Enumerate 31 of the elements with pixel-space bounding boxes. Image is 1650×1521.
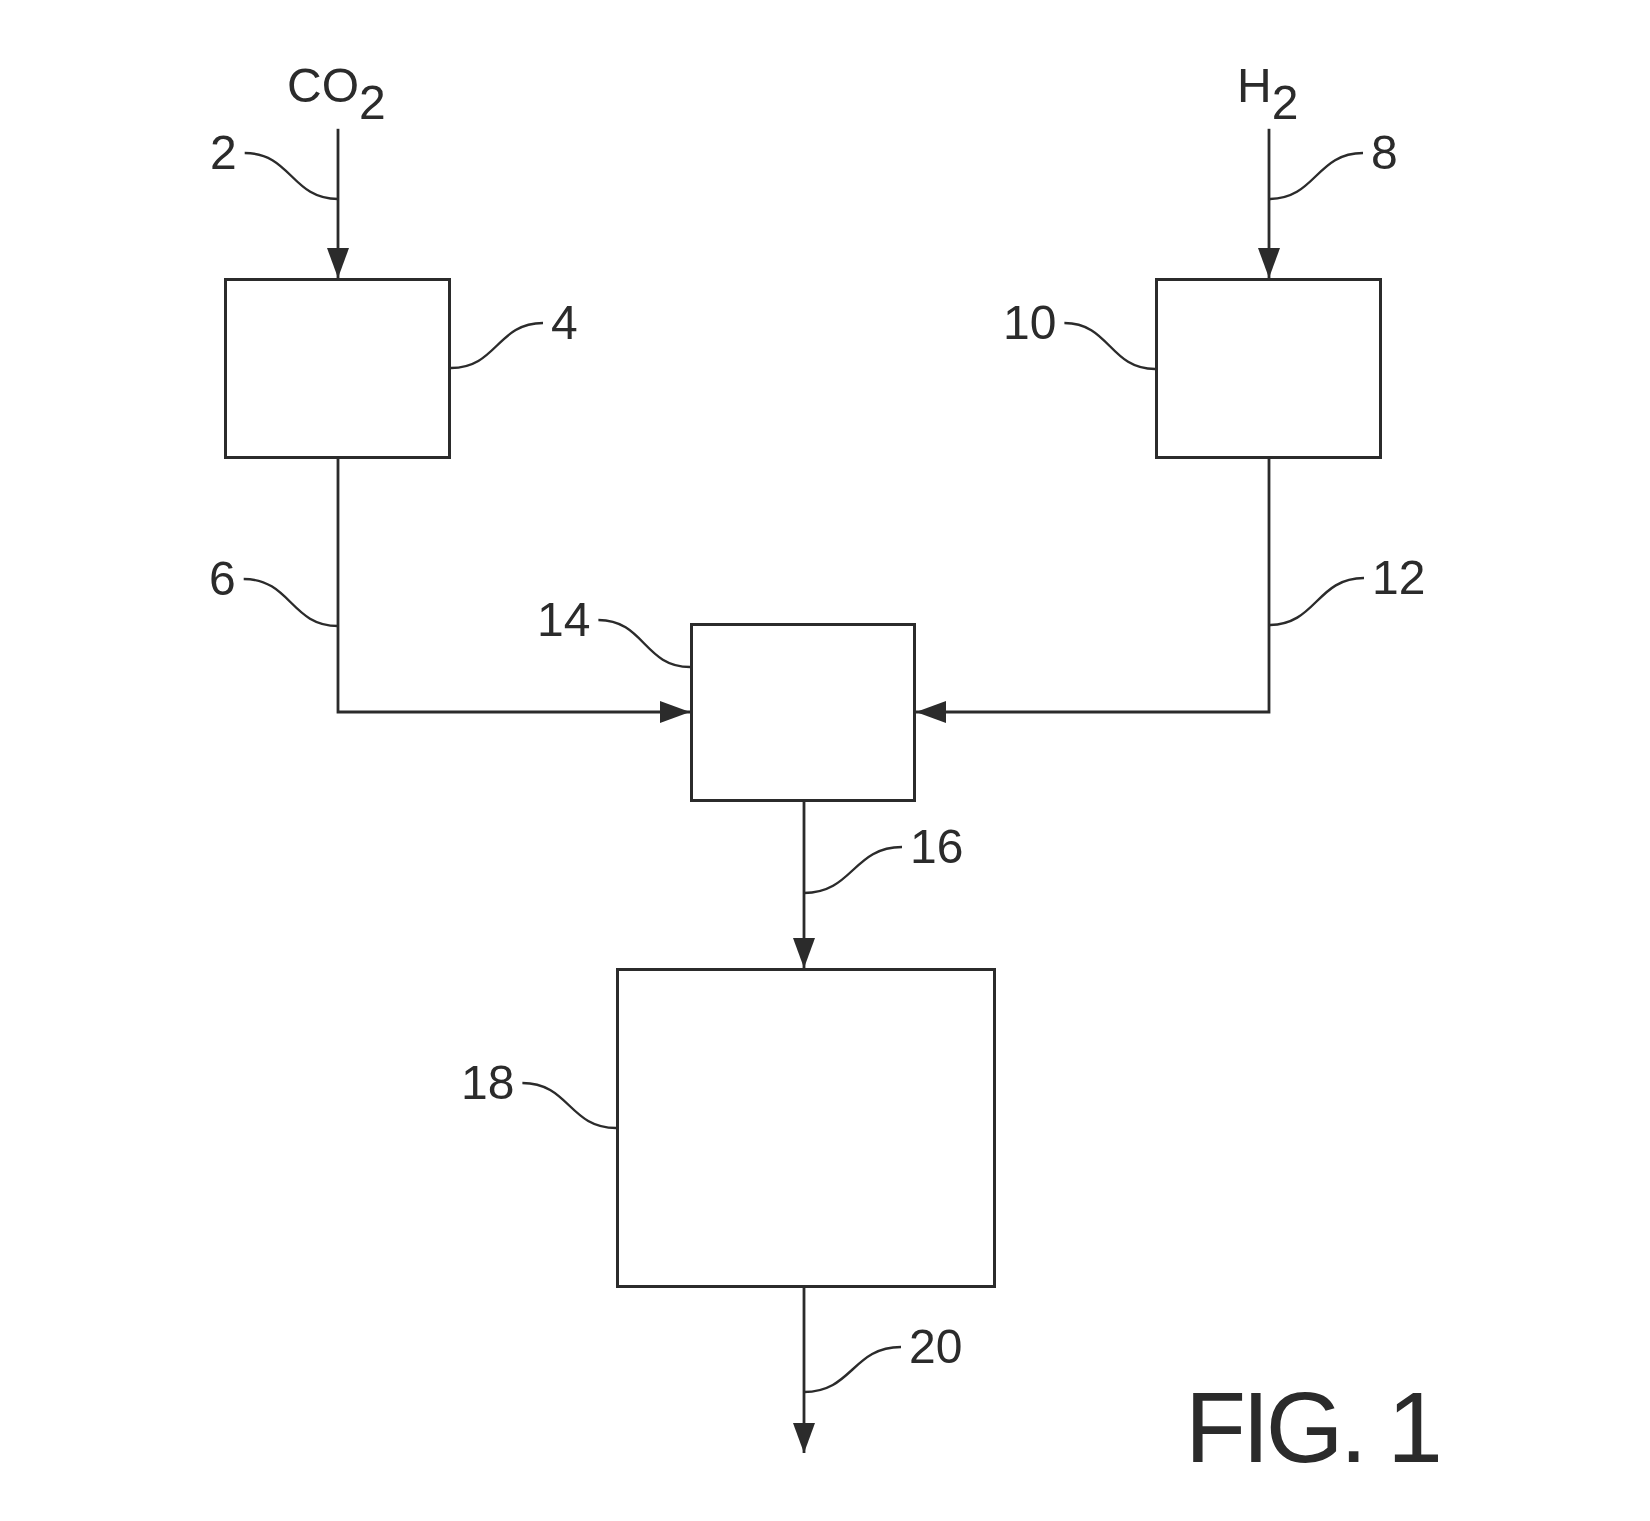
flow-arrow — [1258, 128, 1280, 278]
reference-numeral: 18 — [461, 1059, 515, 1107]
leader-line — [598, 618, 691, 669]
reference-numeral: 20 — [909, 1323, 963, 1371]
leader-line — [1268, 151, 1364, 201]
leader-line — [243, 577, 339, 628]
process-box — [690, 623, 916, 802]
flow-arrow — [327, 128, 349, 278]
leader-line — [522, 1081, 617, 1130]
reference-numeral: 6 — [209, 555, 236, 603]
reference-numeral: 16 — [910, 823, 964, 871]
flow-arrow — [916, 459, 1271, 723]
reference-numeral: 8 — [1371, 129, 1398, 177]
reference-numeral: 14 — [537, 596, 591, 644]
reference-numeral: 10 — [1003, 299, 1057, 347]
leader-line — [244, 151, 339, 201]
flow-arrow — [793, 1288, 815, 1453]
reference-numeral: 4 — [551, 299, 578, 347]
flow-arrow — [336, 459, 690, 723]
reference-numeral: 12 — [1372, 554, 1426, 602]
process-box — [616, 968, 996, 1288]
leader-line — [450, 321, 544, 370]
leader-line — [803, 1345, 902, 1394]
flow-arrow — [793, 802, 815, 968]
process-box — [1155, 278, 1382, 459]
leader-line — [1268, 576, 1365, 627]
reference-numeral: 2 — [210, 129, 237, 177]
leader-line — [1064, 321, 1156, 371]
leader-line — [803, 845, 903, 895]
figure-label: FIG. 1 — [1185, 1377, 1439, 1477]
process-box — [224, 278, 451, 459]
